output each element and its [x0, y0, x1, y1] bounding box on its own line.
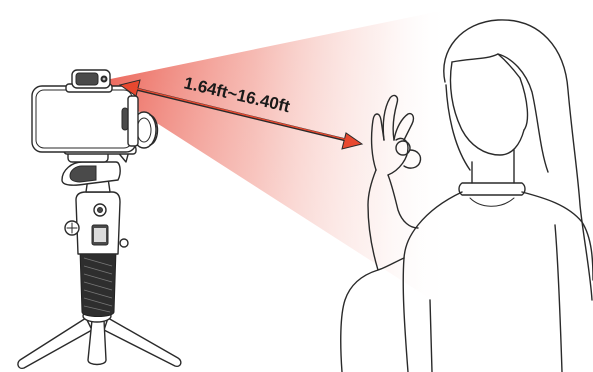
tripod-leg-center [88, 320, 106, 365]
tripod-leg-left [18, 318, 92, 368]
tripod-leg-right [104, 318, 181, 366]
side-button-icon [120, 239, 128, 247]
smartphone [32, 86, 136, 152]
detection-beam-fade [96, 10, 445, 305]
